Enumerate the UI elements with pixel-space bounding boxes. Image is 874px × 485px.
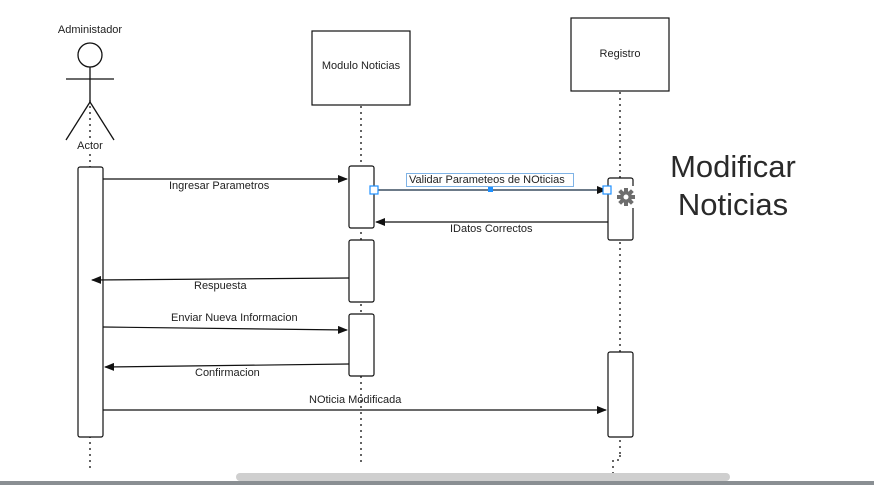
message-arrow-6[interactable] xyxy=(104,362,350,371)
message-arrow-4[interactable] xyxy=(91,275,350,284)
message-label-1: Ingresar Parametros xyxy=(169,180,270,192)
modulo-activation-1[interactable] xyxy=(348,165,375,229)
registro-activation-2[interactable] xyxy=(607,351,634,438)
message-label-6: Confirmacion xyxy=(195,367,260,379)
modulo-activation-3[interactable] xyxy=(348,313,375,377)
message-arrow-5[interactable] xyxy=(102,325,348,334)
message-label-2: Validar Parameteos de NOticias xyxy=(409,174,565,186)
actor-activation[interactable] xyxy=(77,166,104,438)
gear-icon[interactable] xyxy=(615,186,637,208)
actor-name: Administador xyxy=(57,24,123,36)
message-label-5: Enviar Nueva Informacion xyxy=(171,312,298,324)
selection-handle-start[interactable] xyxy=(369,185,379,195)
message-2-label-selection xyxy=(406,173,574,187)
selection-handle-end[interactable] xyxy=(602,185,612,195)
modulo-noticias-box[interactable] xyxy=(311,30,411,106)
horizontal-scrollbar[interactable] xyxy=(236,473,730,481)
diagram-title: Modificar Noticias xyxy=(670,149,796,222)
modulo-noticias-label: Modulo Noticias xyxy=(321,60,401,72)
message-label-4: Respuesta xyxy=(194,280,247,292)
modulo-activation-2[interactable] xyxy=(348,239,375,303)
actor-figure[interactable] xyxy=(65,42,115,141)
bottom-border xyxy=(0,481,874,485)
registro-label: Registro xyxy=(599,48,641,60)
message-label-7: NOticia Modificada xyxy=(309,394,402,406)
message-label-3: IDatos Correctos xyxy=(450,223,533,235)
registro-box[interactable] xyxy=(570,17,670,92)
selection-handle-mid[interactable] xyxy=(488,187,493,192)
actor-type-label: Actor xyxy=(70,140,110,152)
